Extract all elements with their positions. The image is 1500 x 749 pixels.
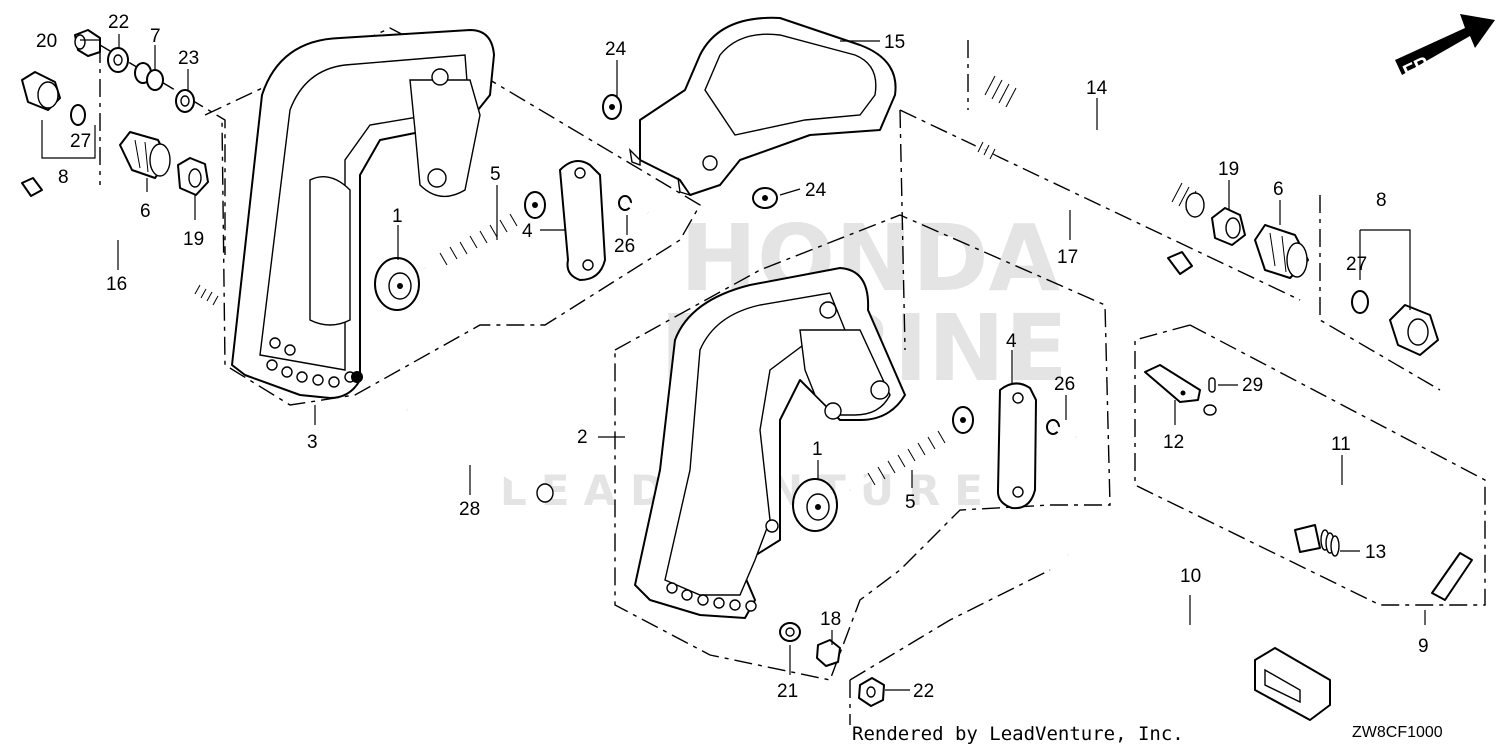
- callout-10: 10: [1180, 566, 1201, 587]
- callout-24-a: 24: [605, 39, 627, 60]
- callout-27-a: 27: [70, 131, 91, 152]
- callout-17: 17: [1057, 247, 1078, 268]
- callout-3: 3: [307, 432, 318, 453]
- part-22-nut: [858, 677, 885, 707]
- part-27-ring-a: [70, 104, 86, 126]
- leader-lines: [41, 34, 1426, 691]
- part-12-plate: [1144, 364, 1201, 403]
- callout-23: 23: [178, 48, 199, 69]
- part-6-bushing-b: [1254, 224, 1309, 279]
- part-21-washer: [779, 622, 801, 642]
- callout-13: 13: [1365, 542, 1386, 563]
- part-24-washer-b: [752, 187, 778, 209]
- part-24-washer-a: [602, 94, 622, 120]
- callout-19-a: 19: [183, 229, 204, 250]
- part-27-ring-b: [1351, 290, 1369, 314]
- callout-20: 20: [36, 31, 57, 52]
- callout-22: 22: [913, 681, 934, 702]
- diagram-code: ZW8CF1000: [1352, 724, 1443, 741]
- part-8-cap-b: [1389, 304, 1439, 356]
- part-8-cap-a: [21, 71, 61, 111]
- callout-6-a: 6: [140, 201, 151, 222]
- callout-15: 15: [884, 32, 905, 53]
- callout-18: 18: [820, 609, 841, 630]
- part-15-handle: [628, 16, 897, 197]
- front-direction-arrow: FR.: [1395, 14, 1495, 84]
- callout-14: 14: [1086, 78, 1108, 99]
- callout-4-a: 4: [522, 221, 533, 242]
- callout-5-b: 5: [905, 492, 916, 513]
- callout-28: 28: [459, 499, 480, 520]
- callout-16: 16: [106, 274, 127, 295]
- part-20-cap-nut: [74, 29, 101, 57]
- callout-25: 22: [108, 12, 129, 33]
- callout-2: 2: [577, 427, 588, 448]
- callout-1-a: 1: [392, 206, 403, 227]
- part-10-shaft: [1066, 552, 1331, 721]
- part-5-screw-a: [423, 191, 546, 271]
- callout-26-a: 26: [614, 236, 635, 257]
- callout-24-b: 24: [805, 180, 827, 201]
- part-26-bolt-a: [618, 195, 649, 216]
- callout-21: 21: [777, 681, 798, 702]
- callout-27-b: 27: [1346, 254, 1367, 275]
- part-18-nut: [816, 639, 841, 667]
- part-23-washer: [175, 89, 195, 113]
- callouts: 20 22 7 23 27 8 6 19 16 3 1 5 4 24 15 24…: [36, 12, 1429, 702]
- callout-8-a: 8: [58, 167, 69, 188]
- bolt-holes-2: [666, 582, 757, 612]
- part-25-washer: [107, 47, 129, 73]
- callout-4-b: 4: [1006, 331, 1017, 352]
- part-29-pin: [1208, 377, 1216, 393]
- part-3-stern-bracket-left: [231, 29, 495, 399]
- part-1-plate-b: [792, 478, 838, 532]
- callout-12: 12: [1163, 432, 1184, 453]
- part-19-nut-a: [177, 157, 209, 196]
- part-4-link-b: [996, 382, 1037, 510]
- part-7-spring-washer: [134, 62, 164, 91]
- part-2-stern-bracket-right: [634, 267, 906, 619]
- part-26-bolt-b: [1046, 419, 1077, 440]
- part-5-screw-b: [848, 406, 974, 493]
- part-4-link-a: [559, 160, 606, 281]
- part-11-lever: [1203, 404, 1473, 601]
- part-6-bushing-a: [119, 131, 171, 179]
- callout-19-b: 19: [1218, 159, 1239, 180]
- callout-9: 9: [1418, 636, 1429, 657]
- callout-6-b: 6: [1273, 179, 1284, 200]
- part-16-long-bolt: [21, 177, 223, 306]
- part-1-plate-a: [374, 257, 420, 311]
- part-19-nut-b: [1211, 207, 1246, 246]
- bolt-holes: [266, 337, 356, 388]
- callout-5-a: 5: [490, 164, 501, 185]
- callout-11: 11: [1331, 434, 1351, 455]
- part-13-spring: [1294, 524, 1340, 557]
- callout-7: 7: [150, 26, 161, 47]
- callout-8-b: 8: [1376, 190, 1387, 211]
- callout-26-b: 26: [1054, 374, 1075, 395]
- part-14-tilt-tube: [984, 75, 1205, 218]
- part-17-bolt: [973, 141, 1193, 275]
- callout-1-b: 1: [812, 439, 823, 460]
- credit-text: Rendered by LeadVenture, Inc.: [852, 723, 1184, 745]
- callout-29: 29: [1242, 375, 1263, 396]
- part-28-rod: [403, 404, 554, 503]
